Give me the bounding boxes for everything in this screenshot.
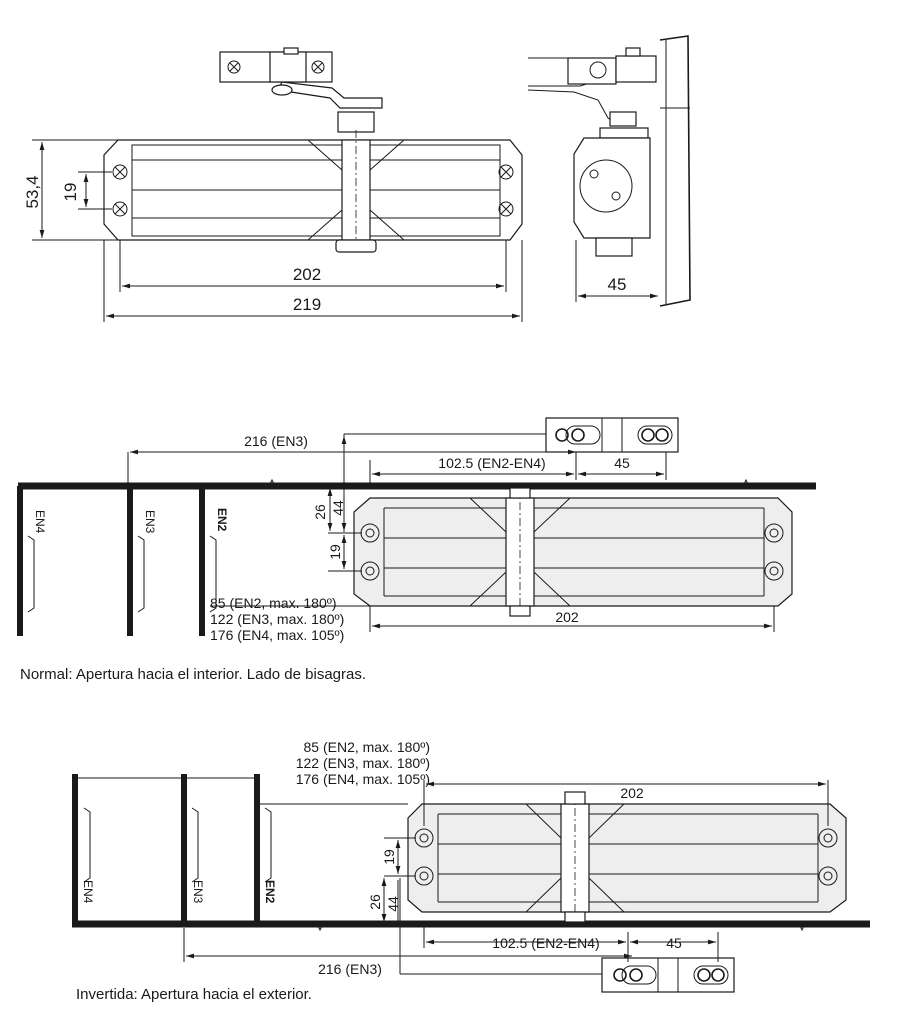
dim-202: 202 bbox=[555, 609, 579, 625]
inverted-dimensions: 85 (EN2, max. 180º) 122 (EN3, max. 180º)… bbox=[183, 739, 829, 977]
screw-icon bbox=[227, 60, 241, 74]
caption-inverted: Invertida: Apertura hacia el exterior. bbox=[76, 986, 312, 1003]
inv-dim-216: 216 (EN3) bbox=[318, 961, 382, 977]
door-frame bbox=[659, 35, 691, 307]
side-view-closer bbox=[527, 35, 691, 307]
inv-en3-distance: 122 (EN3, max. 180º) bbox=[296, 755, 430, 771]
label-en4: EN4 bbox=[33, 510, 47, 534]
dim-44: 44 bbox=[330, 500, 346, 516]
screw-icon bbox=[112, 201, 128, 217]
label-en2: EN2 bbox=[215, 508, 229, 532]
label-en3: EN3 bbox=[143, 510, 157, 534]
normal-installation: EN4 EN3 EN2 bbox=[17, 417, 816, 636]
front-view-dimensions: 53,4 19 202 219 bbox=[23, 139, 523, 322]
caption-normal: Normal: Apertura hacia el interior. Lado… bbox=[20, 666, 367, 683]
screw-icon bbox=[498, 164, 514, 180]
label-en2-inv: EN2 bbox=[263, 880, 277, 904]
label-en3-inv: EN3 bbox=[191, 880, 205, 904]
dim-holes: 19 bbox=[61, 183, 80, 202]
inv-dim-19: 19 bbox=[381, 849, 397, 865]
label-en4-inv: EN4 bbox=[81, 880, 95, 904]
screw-icon bbox=[498, 201, 514, 217]
screw-icon bbox=[112, 164, 128, 180]
inv-en4-distance: 176 (EN4, max. 105º) bbox=[296, 771, 430, 787]
en2-distance: 85 (EN2, max. 180º) bbox=[210, 595, 337, 611]
inverted-installation: EN4 EN3 EN2 bbox=[72, 774, 870, 993]
side-view-dimensions: 45 bbox=[575, 240, 658, 302]
closer-arm bbox=[277, 81, 383, 109]
closer-side-body bbox=[573, 137, 651, 239]
dim-26: 26 bbox=[312, 504, 328, 520]
screw-icon bbox=[311, 60, 325, 74]
dim-inner: 202 bbox=[293, 265, 321, 284]
inv-dim-202: 202 bbox=[620, 785, 644, 801]
inv-en2-distance: 85 (EN2, max. 180º) bbox=[304, 739, 431, 755]
dim-19: 19 bbox=[327, 544, 343, 560]
dim-outer: 219 bbox=[293, 295, 321, 314]
dim-45: 45 bbox=[614, 455, 630, 471]
normal-dimensions: 216 (EN3) 102.5 (EN2-EN4) 45 26 44 19 20… bbox=[127, 433, 775, 643]
closer-body-normal bbox=[353, 497, 793, 607]
inv-dim-26: 26 bbox=[367, 894, 383, 910]
closer-body-inverted bbox=[407, 803, 847, 913]
en4-distance: 176 (EN4, max. 105º) bbox=[210, 627, 344, 643]
dim-216: 216 (EN3) bbox=[244, 433, 308, 449]
dim-side: 45 bbox=[608, 275, 627, 294]
inv-dim-1025: 102.5 (EN2-EN4) bbox=[492, 935, 599, 951]
en3-distance: 122 (EN3, max. 180º) bbox=[210, 611, 344, 627]
inv-dim-45: 45 bbox=[666, 935, 682, 951]
dim-height: 53,4 bbox=[23, 175, 42, 208]
inv-dim-44: 44 bbox=[385, 896, 401, 912]
dim-1025: 102.5 (EN2-EN4) bbox=[438, 455, 545, 471]
front-view-closer bbox=[103, 47, 523, 253]
